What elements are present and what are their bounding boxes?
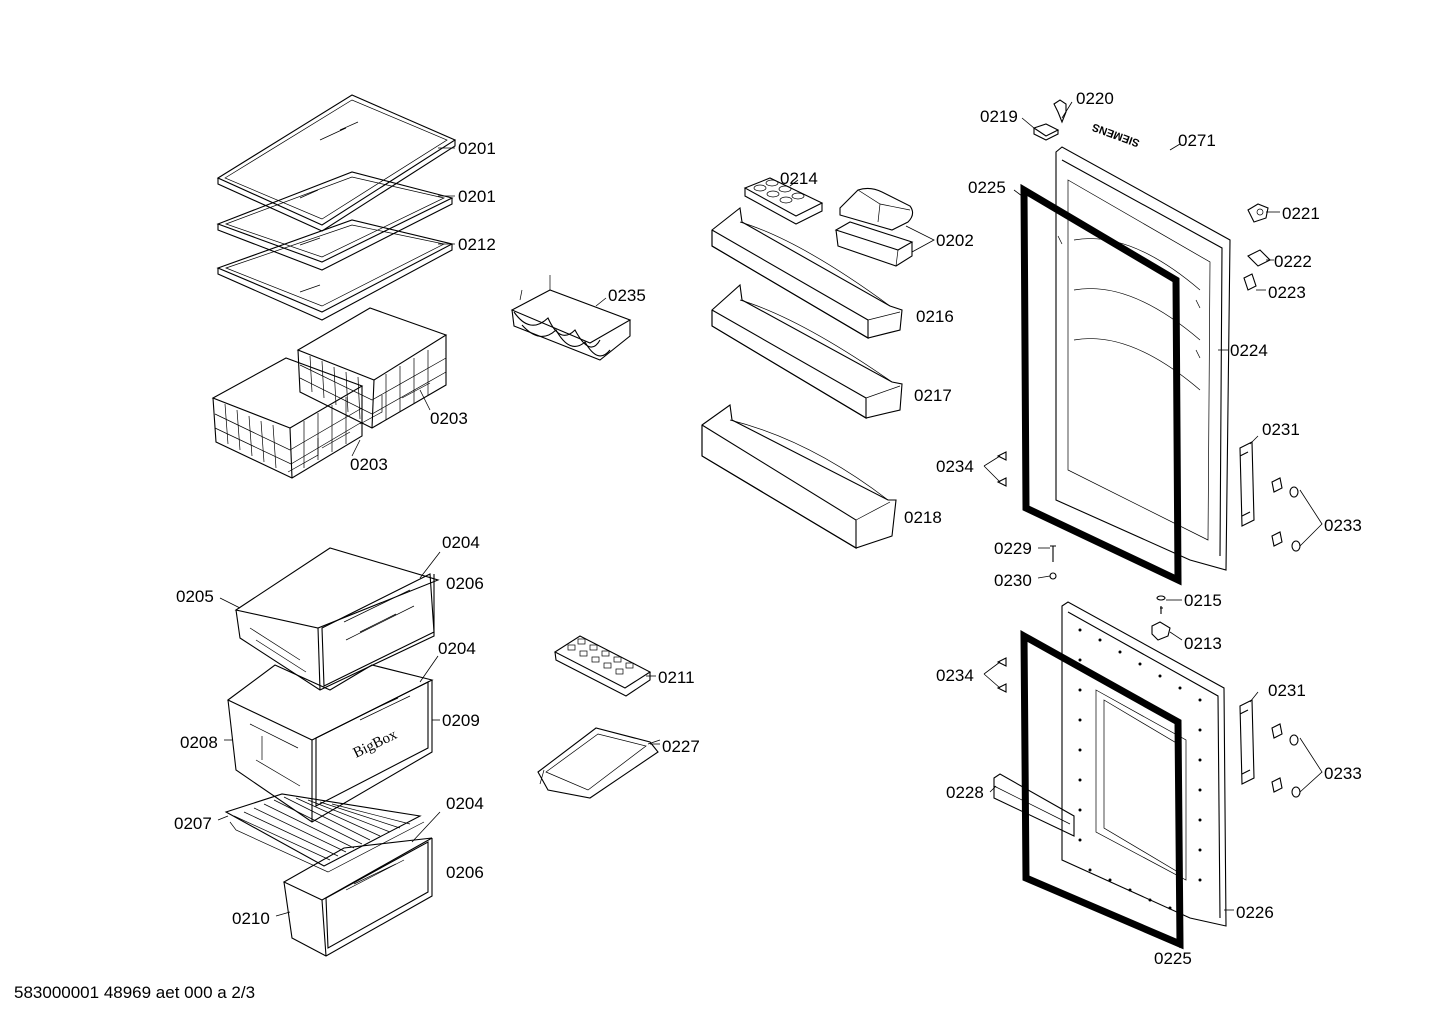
door-shelf-0218 xyxy=(701,404,897,549)
label-0215: 0215 xyxy=(1184,591,1222,610)
screws-0233-upper xyxy=(1271,477,1301,552)
hinge-cover-0219 xyxy=(1032,123,1060,141)
door-gasket-0225-upper xyxy=(1020,183,1182,586)
screws-0234-lower xyxy=(996,657,1007,693)
label-0234-upper: 0234 xyxy=(936,457,974,476)
label-0217: 0217 xyxy=(914,386,952,405)
handle-0231-lower xyxy=(1239,699,1255,785)
label-0229: 0229 xyxy=(994,539,1032,558)
label-0227: 0227 xyxy=(662,737,700,756)
label-0219: 0219 xyxy=(980,107,1018,126)
siemens-brand-logo: SIEMENS xyxy=(1091,121,1142,149)
part-labels: 0201 0201 0212 0203 0203 0235 0214 0202 … xyxy=(174,89,1362,968)
label-0210: 0210 xyxy=(232,909,270,928)
wire-basket-0203-back xyxy=(296,307,448,429)
label-0204-bottom: 0204 xyxy=(446,794,484,813)
wire-shelf-0207 xyxy=(224,793,425,873)
drawer-0204-upper xyxy=(234,547,440,691)
freezer-flap-0228 xyxy=(993,773,1075,837)
label-0220: 0220 xyxy=(1076,89,1114,108)
hinge-cover-0222 xyxy=(1247,249,1271,267)
label-0233-lower: 0233 xyxy=(1324,764,1362,783)
ice-tray-cover-0227 xyxy=(537,727,661,799)
handle-0231-upper xyxy=(1239,441,1255,527)
label-0207: 0207 xyxy=(174,814,212,833)
label-0224: 0224 xyxy=(1230,341,1268,360)
wine-rack-0235 xyxy=(510,275,632,361)
label-0231-upper: 0231 xyxy=(1262,420,1300,439)
label-0223: 0223 xyxy=(1268,283,1306,302)
label-0228: 0228 xyxy=(946,783,984,802)
label-0231-lower: 0231 xyxy=(1268,681,1306,700)
document-footer-code: 583000001 48969 aet 000 a 2/3 xyxy=(14,983,255,1002)
label-0225-upper: 0225 xyxy=(968,178,1006,197)
label-0206-top: 0206 xyxy=(446,574,484,593)
label-0213: 0213 xyxy=(1184,634,1222,653)
label-0226: 0226 xyxy=(1236,903,1274,922)
label-0202: 0202 xyxy=(936,231,974,250)
bearing-0213 xyxy=(1151,621,1171,641)
label-0218: 0218 xyxy=(904,508,942,527)
bigbox-drawer-0208: BigBox xyxy=(226,664,434,823)
label-0216: 0216 xyxy=(916,307,954,326)
label-0221: 0221 xyxy=(1282,204,1320,223)
ice-cube-tray-0211 xyxy=(553,635,652,697)
label-0235: 0235 xyxy=(608,286,646,305)
label-0225-lower: 0225 xyxy=(1154,949,1192,968)
screws-0234-upper xyxy=(996,451,1007,487)
label-0204-top: 0204 xyxy=(442,533,480,552)
butter-dish-0202 xyxy=(834,187,914,267)
label-0209: 0209 xyxy=(442,711,480,730)
wire-basket-0203-front xyxy=(211,357,364,479)
hinge-0221 xyxy=(1247,203,1269,223)
label-0234-lower: 0234 xyxy=(936,666,974,685)
label-0211: 0211 xyxy=(658,668,695,687)
label-0222: 0222 xyxy=(1274,252,1312,271)
label-0233-upper: 0233 xyxy=(1324,516,1362,535)
egg-tray-0214 xyxy=(743,177,824,225)
upper-door-0224: SIEMENS xyxy=(1055,121,1231,571)
screws-0233-lower xyxy=(1271,723,1301,798)
drawer-0210-lower xyxy=(282,837,433,957)
screw-0229 xyxy=(1050,545,1056,562)
label-0201-top: 0201 xyxy=(458,139,496,158)
bigbox-logo: BigBox xyxy=(351,727,400,762)
label-0208: 0208 xyxy=(180,733,218,752)
label-0206-bottom: 0206 xyxy=(446,863,484,882)
label-0214: 0214 xyxy=(780,169,818,188)
washer-0230 xyxy=(1049,572,1057,580)
label-0212: 0212 xyxy=(458,235,496,254)
label-0203-left: 0203 xyxy=(350,455,388,474)
cap-0223 xyxy=(1243,273,1257,291)
leader-lines xyxy=(217,101,1323,949)
label-0204-mid: 0204 xyxy=(438,639,476,658)
glass-shelf-0212 xyxy=(216,219,454,321)
door-shelf-0217 xyxy=(711,283,903,419)
label-0230: 0230 xyxy=(994,571,1032,590)
label-0205: 0205 xyxy=(176,587,214,606)
door-shelf-0216 xyxy=(711,206,903,339)
door-gasket-0225-lower xyxy=(1020,630,1184,950)
label-0201-mid: 0201 xyxy=(458,187,496,206)
washer-0215 xyxy=(1156,595,1166,614)
label-0271: 0271 xyxy=(1178,131,1216,150)
hinge-pin-0220 xyxy=(1053,99,1067,124)
label-0203-right: 0203 xyxy=(430,409,468,428)
